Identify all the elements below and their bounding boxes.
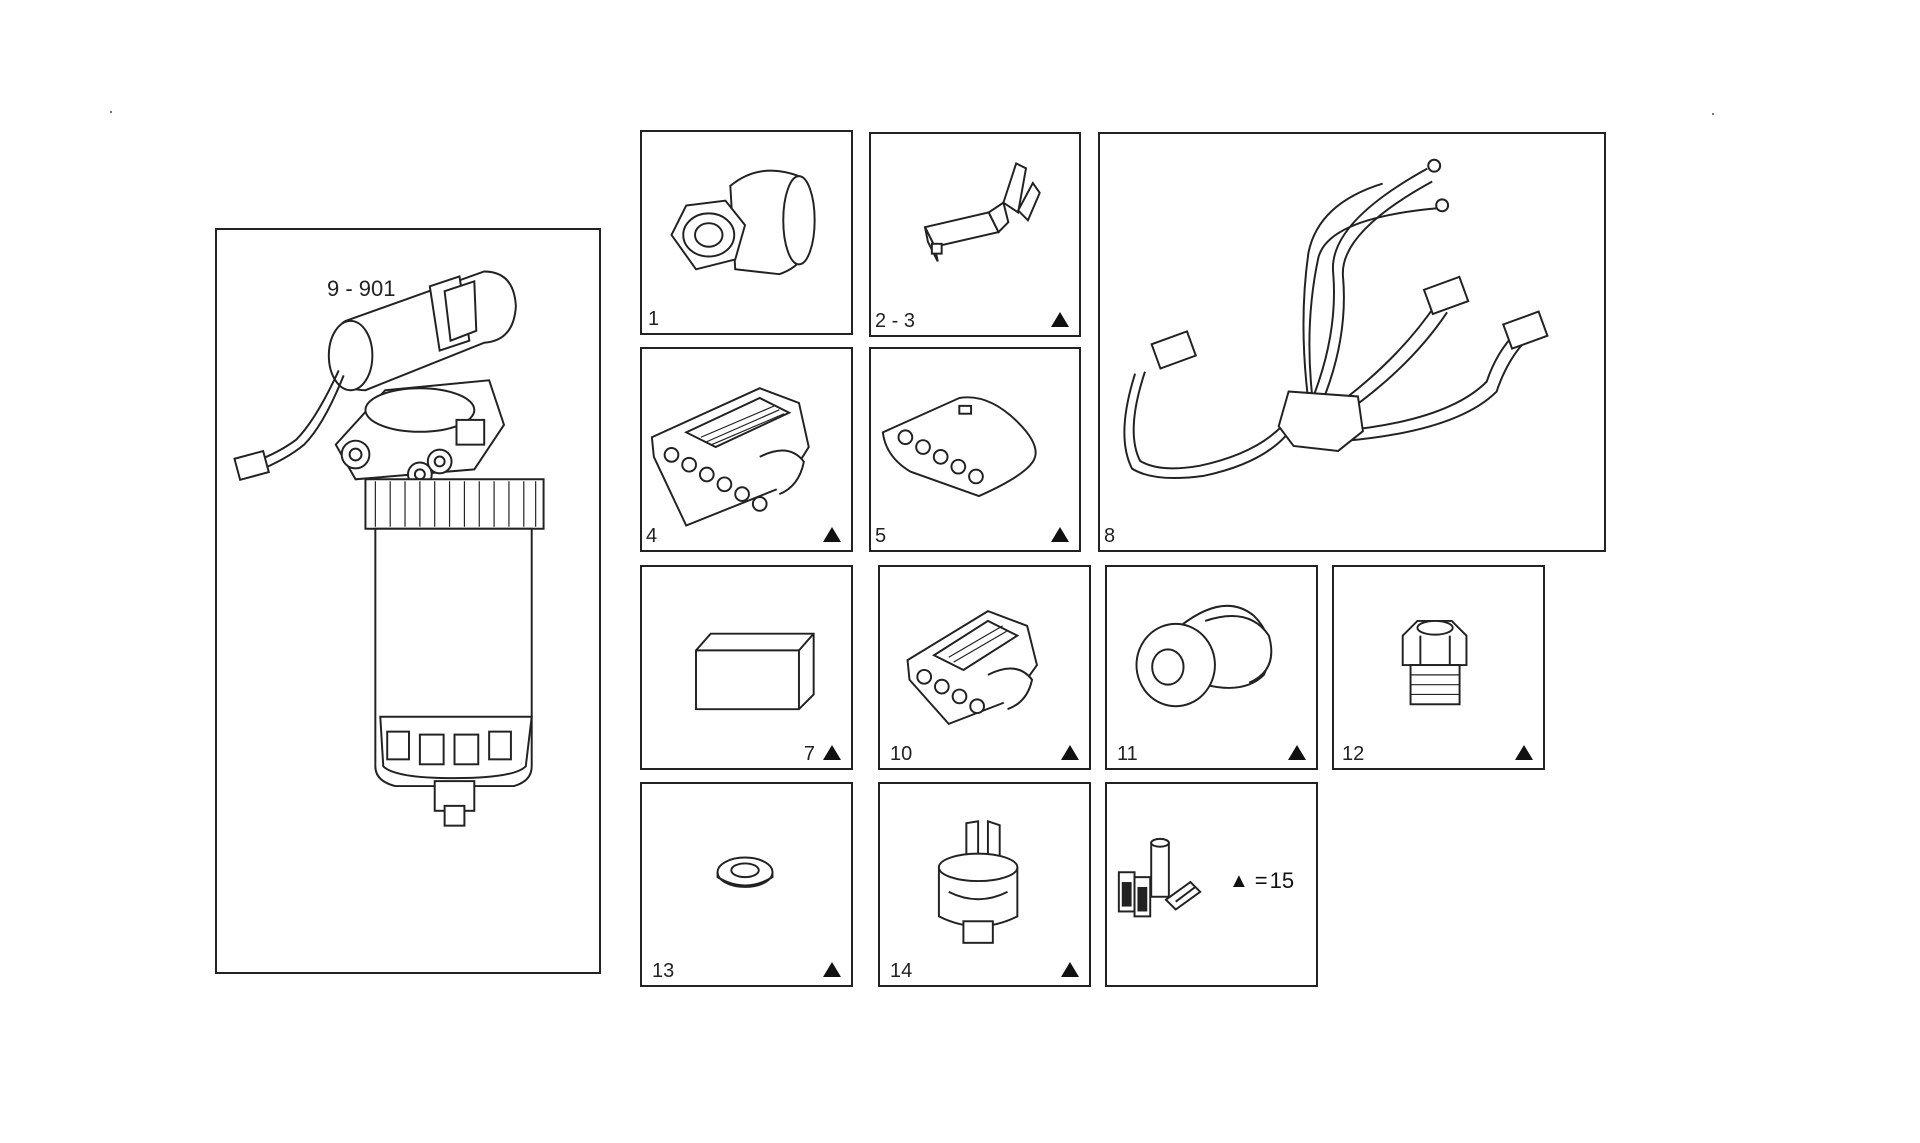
part-label-13: 13 [652, 960, 675, 982]
fuel-filter-drawing [233, 270, 545, 827]
part-panel-10: 10 [878, 565, 1091, 770]
part-panel-2-3: 2 - 3 [869, 132, 1081, 337]
wiring-harness-icon [1123, 158, 1549, 480]
kit-legend-value: 15 [1269, 868, 1295, 893]
kit-legend-equals: = [1254, 868, 1268, 893]
kit-panel: ▲ = 15 [1105, 782, 1318, 987]
speck-right [1712, 113, 1714, 115]
part-panel-5: 5 [869, 347, 1081, 552]
kit-marker-icon [1515, 745, 1533, 760]
kit-marker-icon [823, 527, 841, 542]
nut-icon [670, 169, 816, 276]
speck-left [110, 111, 112, 113]
part-panel-7: 7 [640, 565, 853, 770]
part-label-1: 1 [648, 308, 660, 330]
part-label-8: 8 [1104, 525, 1116, 547]
connector-4-pin-icon [906, 610, 1039, 726]
part-panel-4: 4 [640, 347, 853, 552]
part-label-14: 14 [890, 960, 913, 982]
hex-fitting-icon [1401, 619, 1468, 706]
kit-marker-icon: ▲ [1229, 869, 1249, 892]
foam-block-icon [695, 632, 815, 711]
part-panel-13: 13 [640, 782, 853, 987]
connector-6-pin-icon [650, 387, 810, 527]
kit-marker-icon [1051, 527, 1069, 542]
part-panel-12: 12 [1332, 565, 1545, 770]
part-label-4: 4 [646, 525, 658, 547]
rubber-grommet-icon [1135, 604, 1273, 708]
part-label-11: 11 [1117, 743, 1138, 765]
kit-marker-icon [1288, 745, 1306, 760]
pressure-switch-icon [937, 819, 1019, 944]
kit-legend: ▲ = 15 [1229, 868, 1294, 894]
part-label-7: 7 [803, 743, 815, 765]
kit-parts-icon [1117, 837, 1202, 918]
part-label-5: 5 [875, 525, 887, 547]
part-label-2-3: 2 - 3 [875, 310, 916, 332]
part-panel-14: 14 [878, 782, 1091, 987]
kit-marker-icon [1051, 312, 1069, 327]
part-panel-11: 11 [1105, 565, 1318, 770]
kit-marker-icon [823, 745, 841, 760]
kit-marker-icon [1061, 962, 1079, 977]
main-assembly-label: 9 - 901 [327, 276, 396, 301]
main-assembly-panel: 9 - 901 [215, 228, 601, 974]
kit-marker-icon [1061, 745, 1079, 760]
kit-marker-icon [823, 962, 841, 977]
part-panel-8: 8 [1098, 132, 1606, 552]
part-label-12: 12 [1342, 743, 1365, 765]
connector-seal-icon [881, 396, 1037, 498]
washer-icon [716, 856, 774, 888]
terminal-icon [923, 162, 1041, 262]
part-label-10: 10 [890, 743, 913, 765]
part-panel-1: 1 [640, 130, 853, 335]
